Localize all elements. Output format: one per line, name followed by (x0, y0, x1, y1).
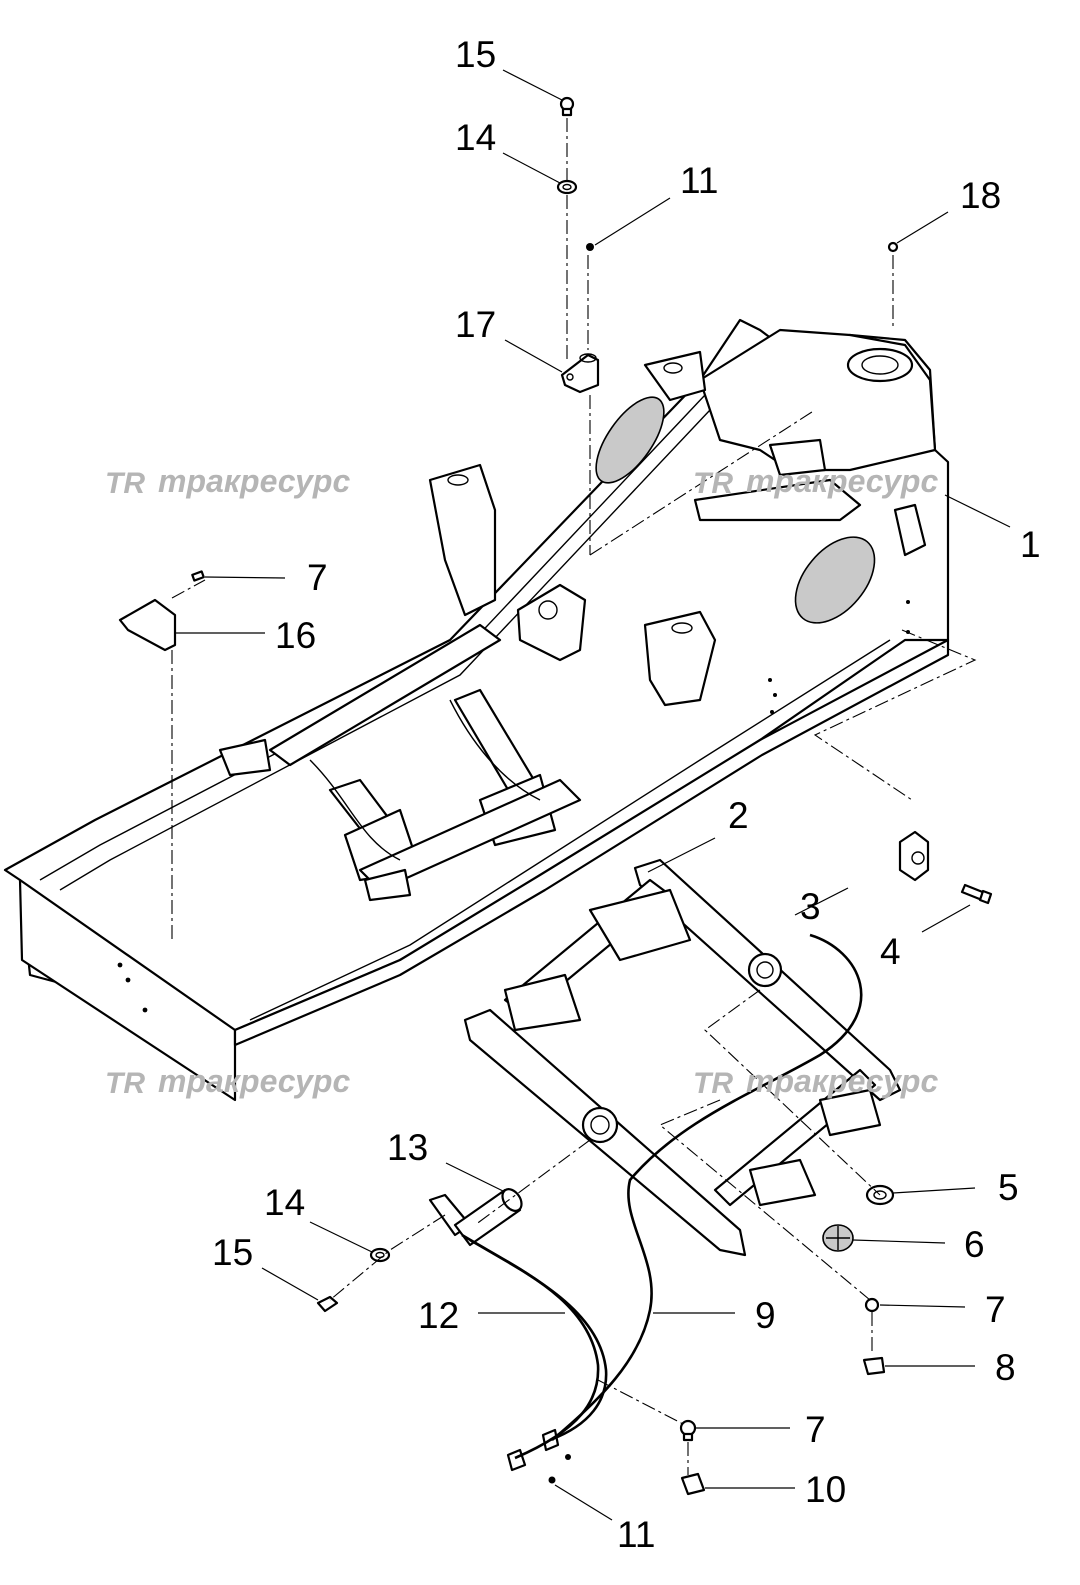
callout-14-bottom: 14 (264, 1182, 305, 1223)
screw-18[interactable] (887, 241, 899, 253)
watermark-top-left: TR тракресурс (105, 463, 350, 500)
callout-3: 3 (800, 886, 821, 927)
washer-14-top[interactable] (556, 179, 578, 195)
bolt-7-top[interactable] (191, 570, 205, 582)
callout-10: 10 (805, 1469, 846, 1510)
plate-16[interactable] (118, 598, 177, 652)
washer-14-bottom[interactable] (369, 1247, 391, 1263)
callout-2: 2 (728, 795, 749, 836)
bolt-15-top[interactable] (559, 96, 575, 117)
svg-text:TR: TR (105, 1067, 145, 1100)
callout-7-bottom: 7 (805, 1409, 826, 1450)
callout-11-top: 11 (680, 160, 718, 201)
callout-9: 9 (755, 1295, 776, 1336)
svg-text:тракресурс: тракресурс (746, 463, 938, 499)
svg-text:TR: TR (105, 467, 145, 500)
bracket-17[interactable] (560, 353, 600, 394)
callout-5: 5 (998, 1167, 1019, 1208)
callout-12: 12 (418, 1295, 459, 1336)
centerlines (171, 118, 977, 1475)
watermark-bottom-right: TR тракресурс (693, 1063, 938, 1100)
screw-11-top[interactable] (586, 243, 594, 251)
screw-11-bottom[interactable] (548, 1476, 556, 1484)
callout-8: 8 (995, 1347, 1016, 1388)
svg-text:тракресурс: тракресурс (158, 1063, 350, 1099)
callout-11-bottom: 11 (617, 1514, 655, 1555)
callout-1: 1 (1020, 524, 1041, 565)
subframe[interactable] (463, 858, 902, 1257)
watermark-bottom-left: TR тракресурс (105, 1063, 350, 1100)
callout-15-bottom: 15 (212, 1232, 253, 1273)
svg-text:тракресурс: тракресурс (746, 1063, 938, 1099)
grommet-6[interactable] (822, 1224, 854, 1252)
cable-9[interactable] (551, 933, 863, 1441)
watermark-top-right: TR тракресурс (693, 463, 938, 500)
callout-16: 16 (275, 615, 316, 656)
callout-18: 18 (960, 175, 1001, 216)
svg-text:тракресурс: тракресурс (158, 463, 350, 499)
main-frame[interactable] (3, 318, 950, 1102)
callout-15-top: 15 (455, 34, 496, 75)
clip-10[interactable] (680, 1472, 706, 1496)
callout-14-top: 14 (455, 117, 496, 158)
clip-8[interactable] (862, 1356, 886, 1376)
callout-4: 4 (880, 931, 901, 972)
bracket-3[interactable] (898, 830, 930, 882)
callout-13: 13 (387, 1127, 428, 1168)
callout-7-top: 7 (307, 557, 328, 598)
cable-12-b (469, 1238, 608, 1442)
bolt-7-bottom[interactable] (679, 1419, 697, 1442)
svg-text:TR: TR (693, 467, 733, 500)
callout-7-middle: 7 (985, 1289, 1006, 1330)
bolt-7-middle[interactable] (864, 1297, 880, 1313)
bolt-15-bottom[interactable] (316, 1295, 339, 1313)
leader-lines (175, 69, 1011, 1521)
callout-17: 17 (455, 304, 496, 345)
svg-text:TR: TR (693, 1067, 733, 1100)
bolt-4[interactable] (960, 883, 993, 905)
callout-labels: 15 14 11 18 17 1 7 16 2 3 4 13 14 15 5 6… (212, 34, 1041, 1555)
callout-6: 6 (964, 1224, 985, 1265)
